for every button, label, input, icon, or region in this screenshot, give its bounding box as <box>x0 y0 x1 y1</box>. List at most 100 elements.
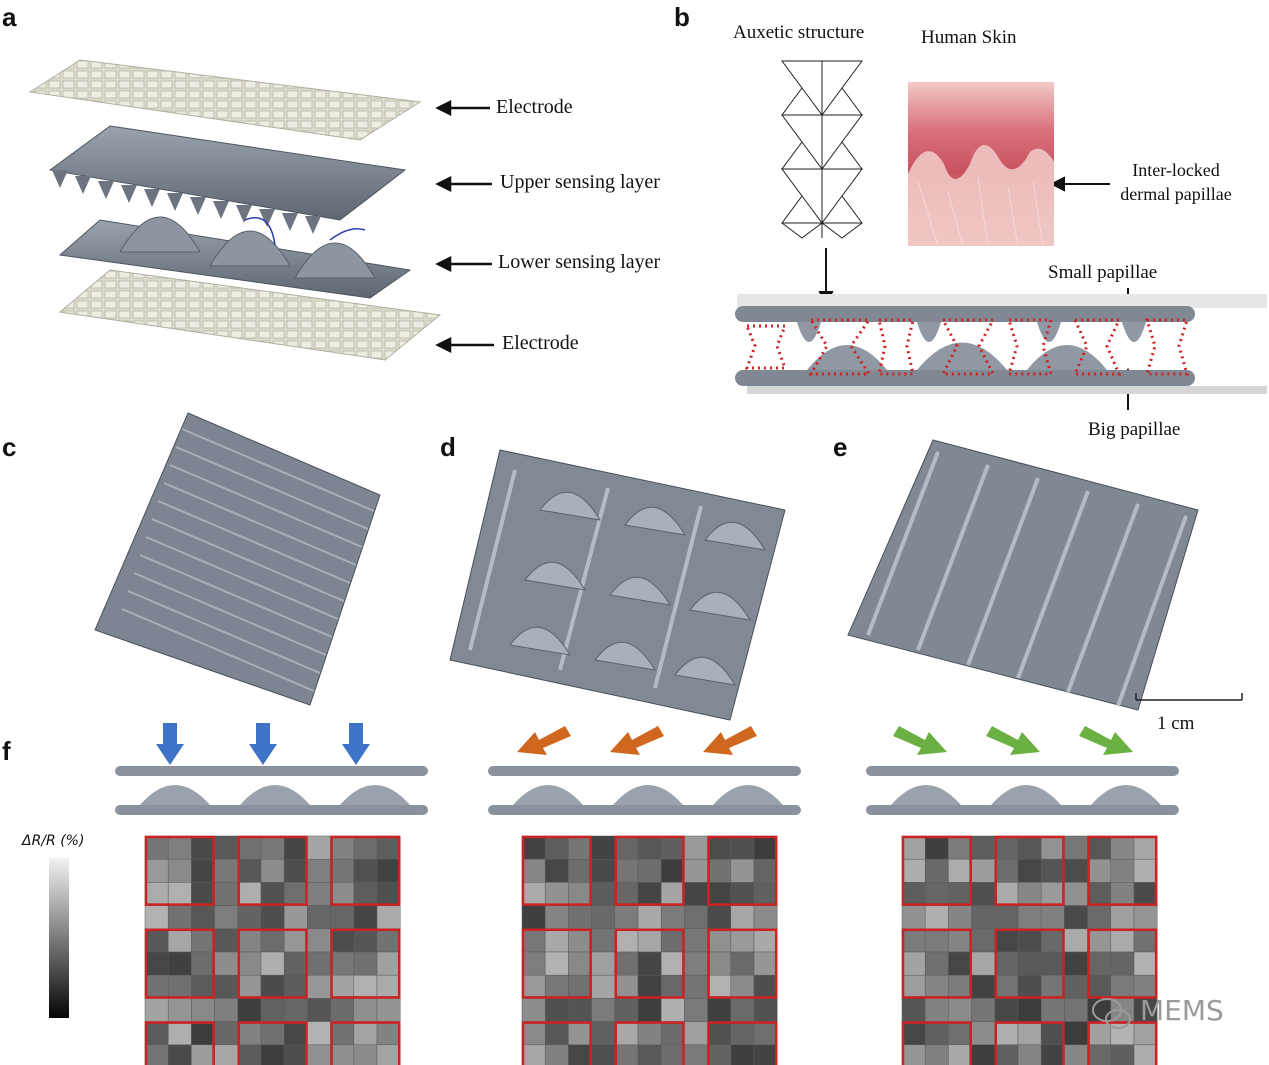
heatmap-cell <box>330 1044 355 1065</box>
heatmap-cell <box>1133 951 1158 976</box>
heatmap-cell <box>283 835 308 860</box>
heatmap-cell <box>901 974 926 999</box>
heatmap-cell <box>283 858 308 883</box>
colorbar <box>49 858 69 1018</box>
heatmap-cell <box>214 998 239 1022</box>
heatmap-cell <box>144 998 169 1022</box>
force-arrow <box>610 726 664 755</box>
heatmap-cell <box>521 974 546 999</box>
heatmap-cell <box>1040 951 1065 976</box>
sensing-region-box <box>707 1021 778 1065</box>
panel-a-letter: a <box>2 2 17 32</box>
heatmap-cell <box>684 858 708 883</box>
heatmap-cell <box>376 835 401 860</box>
force-arrow <box>517 726 571 755</box>
mini-big-papilla <box>513 785 583 805</box>
heatmap-cell <box>1064 905 1088 930</box>
heatmap-cell <box>614 835 639 860</box>
panel-a-figure <box>20 30 460 370</box>
heatmap-cell <box>1087 858 1112 883</box>
label-lower-sensing-layer: Lower sensing layer <box>498 251 661 273</box>
sensing-region-box <box>614 835 685 906</box>
heatmap-cell <box>1064 974 1088 999</box>
scale-bar-label: 1 cm <box>1157 713 1195 734</box>
heatmap-cell <box>660 905 685 930</box>
sensing-region-box <box>901 1021 972 1065</box>
panel-d-figure <box>449 449 786 721</box>
heatmap-cell <box>901 882 926 906</box>
heatmap-cell <box>260 951 285 976</box>
heatmap-cell <box>994 951 1019 976</box>
sensing-region-box <box>994 835 1065 906</box>
heatmap-cell <box>283 905 308 930</box>
heatmap-cell <box>707 928 732 953</box>
heatmap-cell <box>1064 1021 1088 1046</box>
heatmap-cell <box>684 974 708 999</box>
heatmap-cell <box>568 974 592 999</box>
heatmap-cell <box>1040 998 1065 1022</box>
heatmap-cell <box>660 1021 685 1046</box>
heatmap-cell <box>353 1044 378 1065</box>
heatmap-cell <box>544 835 569 860</box>
heatmap-cell <box>330 974 355 999</box>
sensing-region-box <box>994 1021 1065 1065</box>
heatmap-cell <box>1087 951 1112 976</box>
heatmap-cell <box>1087 882 1112 906</box>
heatmap-cell <box>971 1044 996 1065</box>
label-electrode-top: Electrode <box>496 96 573 118</box>
heatmap-cell <box>1017 998 1042 1022</box>
heatmap-cell <box>684 905 708 930</box>
heatmap-cell <box>1110 905 1135 930</box>
heatmap-cell <box>971 1021 996 1046</box>
heatmap-cell <box>637 928 662 953</box>
sensing-region-box <box>707 928 778 999</box>
heatmap-cell <box>260 974 285 999</box>
heatmap-cell <box>660 858 685 883</box>
heatmap-cell <box>753 882 778 906</box>
top-electrode <box>28 59 422 141</box>
heatmap-cell <box>637 905 662 930</box>
heatmap-cell <box>260 1021 285 1046</box>
heatmap-cell <box>214 1021 239 1046</box>
panel-b-letter: b <box>674 2 690 32</box>
heatmap-cell <box>1064 951 1088 976</box>
heatmap-cell <box>144 1044 169 1065</box>
heatmap-cell <box>521 928 546 953</box>
heatmap-cell <box>591 951 616 976</box>
heatmap-cell <box>684 998 708 1022</box>
heatmap-cell <box>1017 928 1042 953</box>
heatmap-cell <box>1017 905 1042 930</box>
heatmap-cell <box>730 905 755 930</box>
heatmap-cell <box>214 905 239 930</box>
heatmap-cell <box>376 928 401 953</box>
heatmap-cell <box>330 905 355 930</box>
heatmap-cell <box>753 1044 778 1065</box>
heatmap-cell <box>591 998 616 1022</box>
heatmap-cell <box>237 1044 262 1065</box>
heatmap-cell <box>307 951 331 976</box>
heatmap-cell <box>948 974 972 999</box>
heatmap-cell <box>684 1021 708 1046</box>
heatmap-cell <box>730 858 755 883</box>
heatmap-cell <box>971 998 996 1022</box>
sensing-region-box <box>1087 835 1158 906</box>
heatmap-cell <box>1087 1044 1112 1065</box>
heatmap-cell <box>753 974 778 999</box>
sensing-region-box <box>144 1021 215 1065</box>
heatmap-cell <box>924 998 949 1022</box>
heatmap-cell <box>1017 951 1042 976</box>
mini-big-papilla <box>613 785 683 805</box>
heatmap-cell <box>1040 1044 1065 1065</box>
heatmap-cell <box>1087 905 1112 930</box>
heatmap-cell <box>544 905 569 930</box>
heatmap-cell <box>1017 974 1042 999</box>
heatmap-cell <box>707 951 732 976</box>
heatmap-cell <box>1064 998 1088 1022</box>
heatmap-cell <box>637 1044 662 1065</box>
heatmap-cell <box>994 928 1019 953</box>
heatmap-cell <box>283 882 308 906</box>
heatmap-cell <box>167 998 192 1022</box>
sensing-region-box <box>144 835 215 906</box>
heatmap-cell <box>660 974 685 999</box>
heatmap-cell <box>568 1044 592 1065</box>
